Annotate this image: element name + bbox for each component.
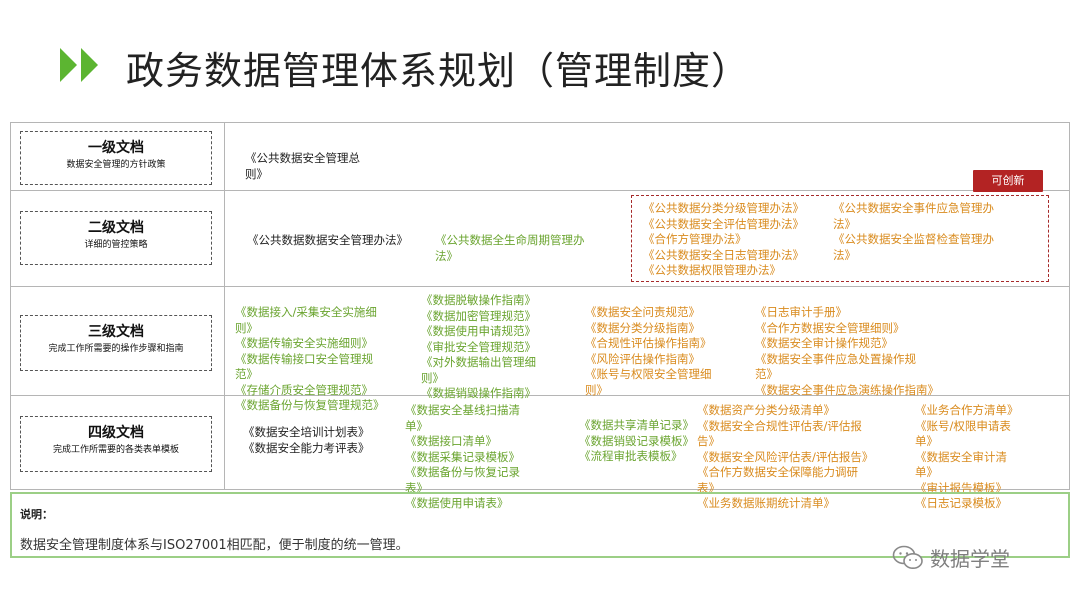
innovation-highlight-box <box>631 195 1049 282</box>
note-label: 说明： <box>20 508 53 521</box>
note-box: 说明： 数据安全管理制度体系与ISO27001相匹配，便于制度的统一管理。 <box>10 492 1070 558</box>
level-1-box: 一级文档 数据安全管理的方针政策 <box>20 131 212 185</box>
watermark-text: 数据学堂 <box>930 547 1010 571</box>
document-level-table: 一级文档 数据安全管理的方针政策 二级文档 详细的管控策略 三级文档 完成工作所… <box>10 122 1070 510</box>
level-2-subtitle: 详细的管控策略 <box>84 240 148 250</box>
level-3-green-docs-b: 《数据脱敏操作指南》 《数据加密管理规范》 《数据使用申请规范》 《审批安全管理… <box>421 293 536 400</box>
level-2-box: 二级文档 详细的管控策略 <box>20 211 212 265</box>
level-2-black-docs: 《公共数据数据安全管理办法》 <box>247 233 408 247</box>
double-arrow-icon <box>60 48 98 82</box>
page-title: 政务数据管理体系规划（管理制度） <box>126 49 751 93</box>
level-4-orange-docs-a: 《数据资产分类分级清单》 《数据安全合规性评估表/评估报 告》 《数据安全风险评… <box>697 403 874 510</box>
column-divider <box>224 123 225 489</box>
level-1-document: 《公共数据安全管理总 则》 <box>245 151 360 181</box>
level-2-green-docs: 《公共数据全生命周期管理办 法》 <box>435 233 585 263</box>
level-2-title: 二级文档 <box>88 220 144 236</box>
level-3-green-docs-a: 《数据接入/采集安全实施细 则》 《数据传输安全实施细则》 《数据传输接口安全管… <box>235 305 385 412</box>
level-4-black-docs: 《数据安全培训计划表》 《数据安全能力考评表》 <box>243 425 370 455</box>
level-3-box: 三级文档 完成工作所需要的操作步骤和指南 <box>20 315 212 371</box>
level-4-box: 四级文档 完成工作所需要的各类表单模板 <box>20 416 212 472</box>
innovation-badge: 可创新 <box>973 170 1043 192</box>
level-3-orange-docs-a: 《数据安全问责规范》 《数据分类分级指南》 《合规性评估操作指南》 《风险评估操… <box>585 305 712 397</box>
watermark: 数据学堂 <box>892 543 1010 572</box>
level-1-title: 一级文档 <box>88 140 144 156</box>
level-4-green-docs-b: 《数据共享清单记录》 《数据销毁记录模板》 《流程审批表模板》 <box>579 418 694 463</box>
level-1-subtitle: 数据安全管理的方针政策 <box>66 160 166 170</box>
row-divider <box>11 190 1069 191</box>
wechat-icon <box>892 545 923 569</box>
level-2-orange-docs-a: 《公共数据分类分级管理办法》 《公共数据安全评估管理办法》 《合作方管理办法》 … <box>643 201 804 277</box>
level-4-orange-docs-b: 《业务合作方清单》 《账号/权限申请表 单》 《数据安全审计清 单》 《审计报告… <box>915 403 1019 510</box>
level-4-subtitle: 完成工作所需要的各类表单模板 <box>52 445 179 455</box>
level-2-orange-docs-b: 《公共数据安全事件应急管理办 法》 《公共数据安全监督检查管理办 法》 <box>833 201 994 262</box>
note-text: 数据安全管理制度体系与ISO27001相匹配，便于制度的统一管理。 <box>20 538 409 553</box>
level-3-subtitle: 完成工作所需要的操作步骤和指南 <box>48 344 184 354</box>
level-4-title: 四级文档 <box>88 425 144 441</box>
level-4-green-docs-a: 《数据安全基线扫描清 单》 《数据接口清单》 《数据采集记录模板》 《数据备份与… <box>405 403 520 510</box>
level-3-title: 三级文档 <box>88 324 144 340</box>
row-divider <box>11 395 1069 396</box>
level-3-orange-docs-b: 《日志审计手册》 《合作方数据安全管理细则》 《数据安全审计操作规范》 《数据安… <box>755 305 939 397</box>
row-divider <box>11 286 1069 287</box>
